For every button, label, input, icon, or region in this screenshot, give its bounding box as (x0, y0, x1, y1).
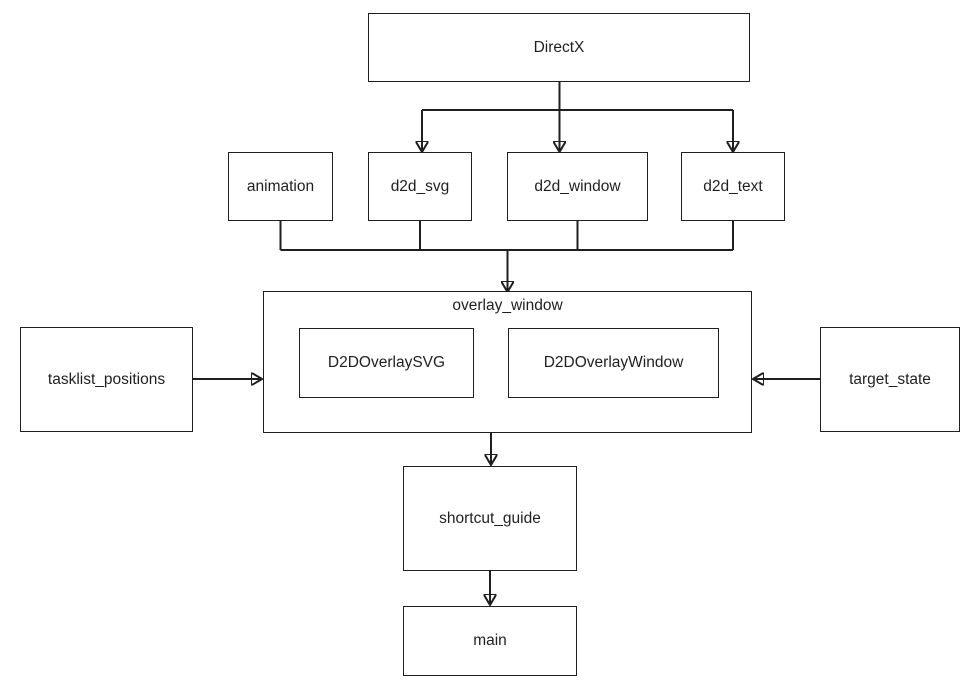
node-d2d-window: d2d_window (507, 152, 648, 221)
node-tasklist-positions: tasklist_positions (20, 327, 193, 432)
node-d2d-overlay-svg: D2DOverlaySVG (299, 328, 474, 398)
overlay-window-label: overlay_window (452, 297, 563, 314)
node-target-state: target_state (820, 327, 960, 432)
node-d2d-text: d2d_text (681, 152, 785, 221)
node-shortcut-guide: shortcut_guide (403, 466, 577, 571)
node-d2d-overlay-window: D2DOverlayWindow (508, 328, 719, 398)
node-animation: animation (228, 152, 333, 221)
edge-bus (279, 221, 734, 251)
edge-directx-branch (422, 82, 733, 111)
node-d2d-svg: d2d_svg (368, 152, 472, 221)
node-overlay-window: overlay_window D2DOverlaySVG D2DOverlayW… (263, 291, 752, 433)
node-directx: DirectX (368, 13, 750, 82)
node-main: main (403, 606, 577, 676)
